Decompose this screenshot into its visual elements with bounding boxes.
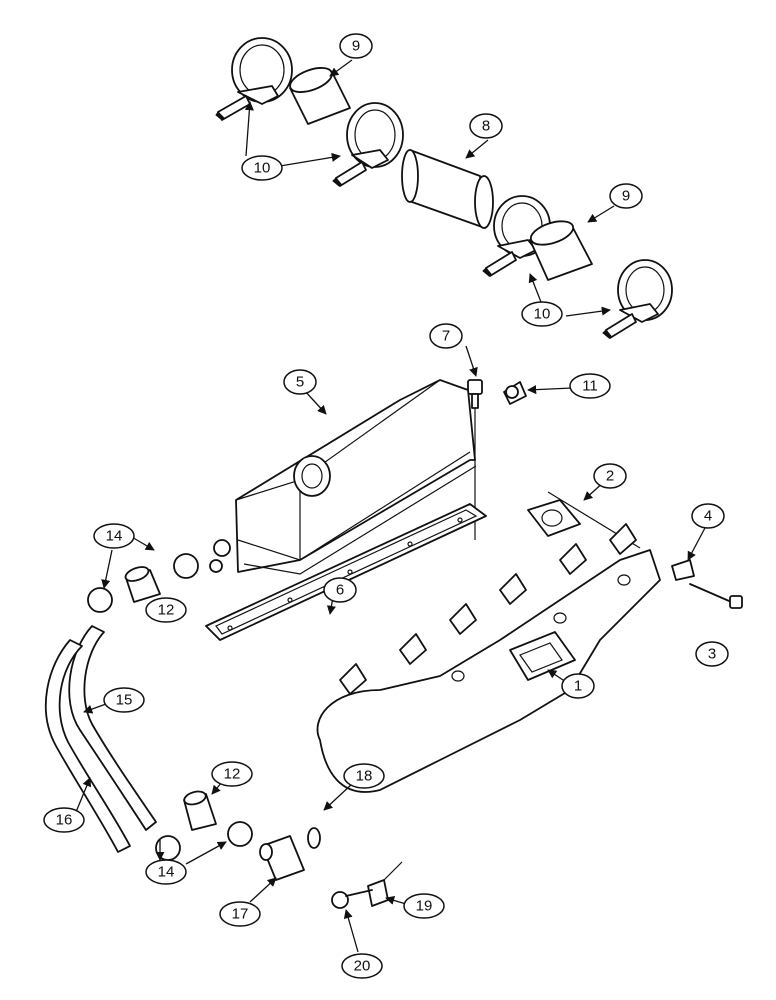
sleeve-part-12-upper xyxy=(124,566,161,603)
callout-15: 15 xyxy=(103,687,145,713)
gasket-part-6 xyxy=(205,503,487,641)
callout-7: 7 xyxy=(429,323,463,349)
svg-text:15: 15 xyxy=(116,692,133,709)
svg-text:19: 19 xyxy=(416,898,433,915)
callout-5: 5 xyxy=(283,369,317,395)
svg-text:1: 1 xyxy=(574,678,582,695)
svg-text:6: 6 xyxy=(336,582,344,599)
callout-4: 4 xyxy=(691,503,725,529)
leader-lines xyxy=(75,59,707,953)
callout-14-lower: 14 xyxy=(145,859,187,885)
svg-text:7: 7 xyxy=(442,328,450,345)
clip-part-4 xyxy=(671,559,695,581)
svg-text:14: 14 xyxy=(106,528,123,545)
svg-text:20: 20 xyxy=(354,958,371,975)
callout-6: 6 xyxy=(323,577,357,603)
heat-shield-part-5 xyxy=(209,379,477,575)
sleeve-part-9-top xyxy=(289,67,351,125)
bolt-part-20 xyxy=(331,889,373,909)
clamp-part-10-middle xyxy=(332,102,404,187)
hose-clamp-part-14-lower xyxy=(155,821,253,861)
callout-11: 11 xyxy=(569,373,611,399)
svg-text:17: 17 xyxy=(232,906,249,923)
tube-part-8 xyxy=(401,149,494,229)
elbow-part-17 xyxy=(259,835,305,881)
callout-2: 2 xyxy=(593,463,627,489)
svg-text:4: 4 xyxy=(704,508,712,525)
svg-text:18: 18 xyxy=(356,768,373,785)
callout-9-top: 9 xyxy=(339,33,373,59)
callout-3: 3 xyxy=(695,641,729,667)
svg-text:8: 8 xyxy=(482,118,490,135)
callout-12-lower: 12 xyxy=(211,761,253,787)
bracket-part-19 xyxy=(367,861,403,907)
svg-text:3: 3 xyxy=(708,646,716,663)
svg-text:9: 9 xyxy=(352,38,360,55)
svg-text:12: 12 xyxy=(224,766,241,783)
hose-clamp-part-14-upper xyxy=(87,553,199,613)
fitting-part-11 xyxy=(503,381,527,405)
svg-text:9: 9 xyxy=(622,188,630,205)
sleeve-part-12-lower xyxy=(183,790,217,831)
callout-10-left: 10 xyxy=(241,155,283,181)
clamp-part-10-bottom-right xyxy=(602,259,673,339)
callout-18: 18 xyxy=(343,763,385,789)
callout-14-upper: 14 xyxy=(93,523,135,549)
svg-text:5: 5 xyxy=(296,374,304,391)
svg-text:16: 16 xyxy=(56,812,73,829)
bolt-part-3 xyxy=(689,583,743,609)
svg-text:10: 10 xyxy=(534,306,551,323)
svg-text:14: 14 xyxy=(158,864,175,881)
hose-part-16 xyxy=(44,639,131,853)
callout-12-upper: 12 xyxy=(145,597,187,623)
callout-10-right: 10 xyxy=(521,301,563,327)
callout-20: 20 xyxy=(341,953,383,979)
callout-1: 1 xyxy=(561,673,595,699)
svg-text:11: 11 xyxy=(582,378,598,395)
callout-16: 16 xyxy=(43,807,85,833)
clamp-part-10-top-left xyxy=(215,37,293,121)
svg-text:10: 10 xyxy=(254,160,271,177)
svg-text:2: 2 xyxy=(606,468,614,485)
svg-text:12: 12 xyxy=(158,602,175,619)
callout-17: 17 xyxy=(219,901,261,927)
callout-9-right: 9 xyxy=(609,183,643,209)
callout-19: 19 xyxy=(403,893,445,919)
o-ring-part-18 xyxy=(307,827,321,849)
hose-part-15 xyxy=(68,625,157,831)
exhaust-manifold-part-1 xyxy=(316,523,661,793)
callout-8: 8 xyxy=(469,113,503,139)
sleeve-part-9-right xyxy=(529,220,593,281)
